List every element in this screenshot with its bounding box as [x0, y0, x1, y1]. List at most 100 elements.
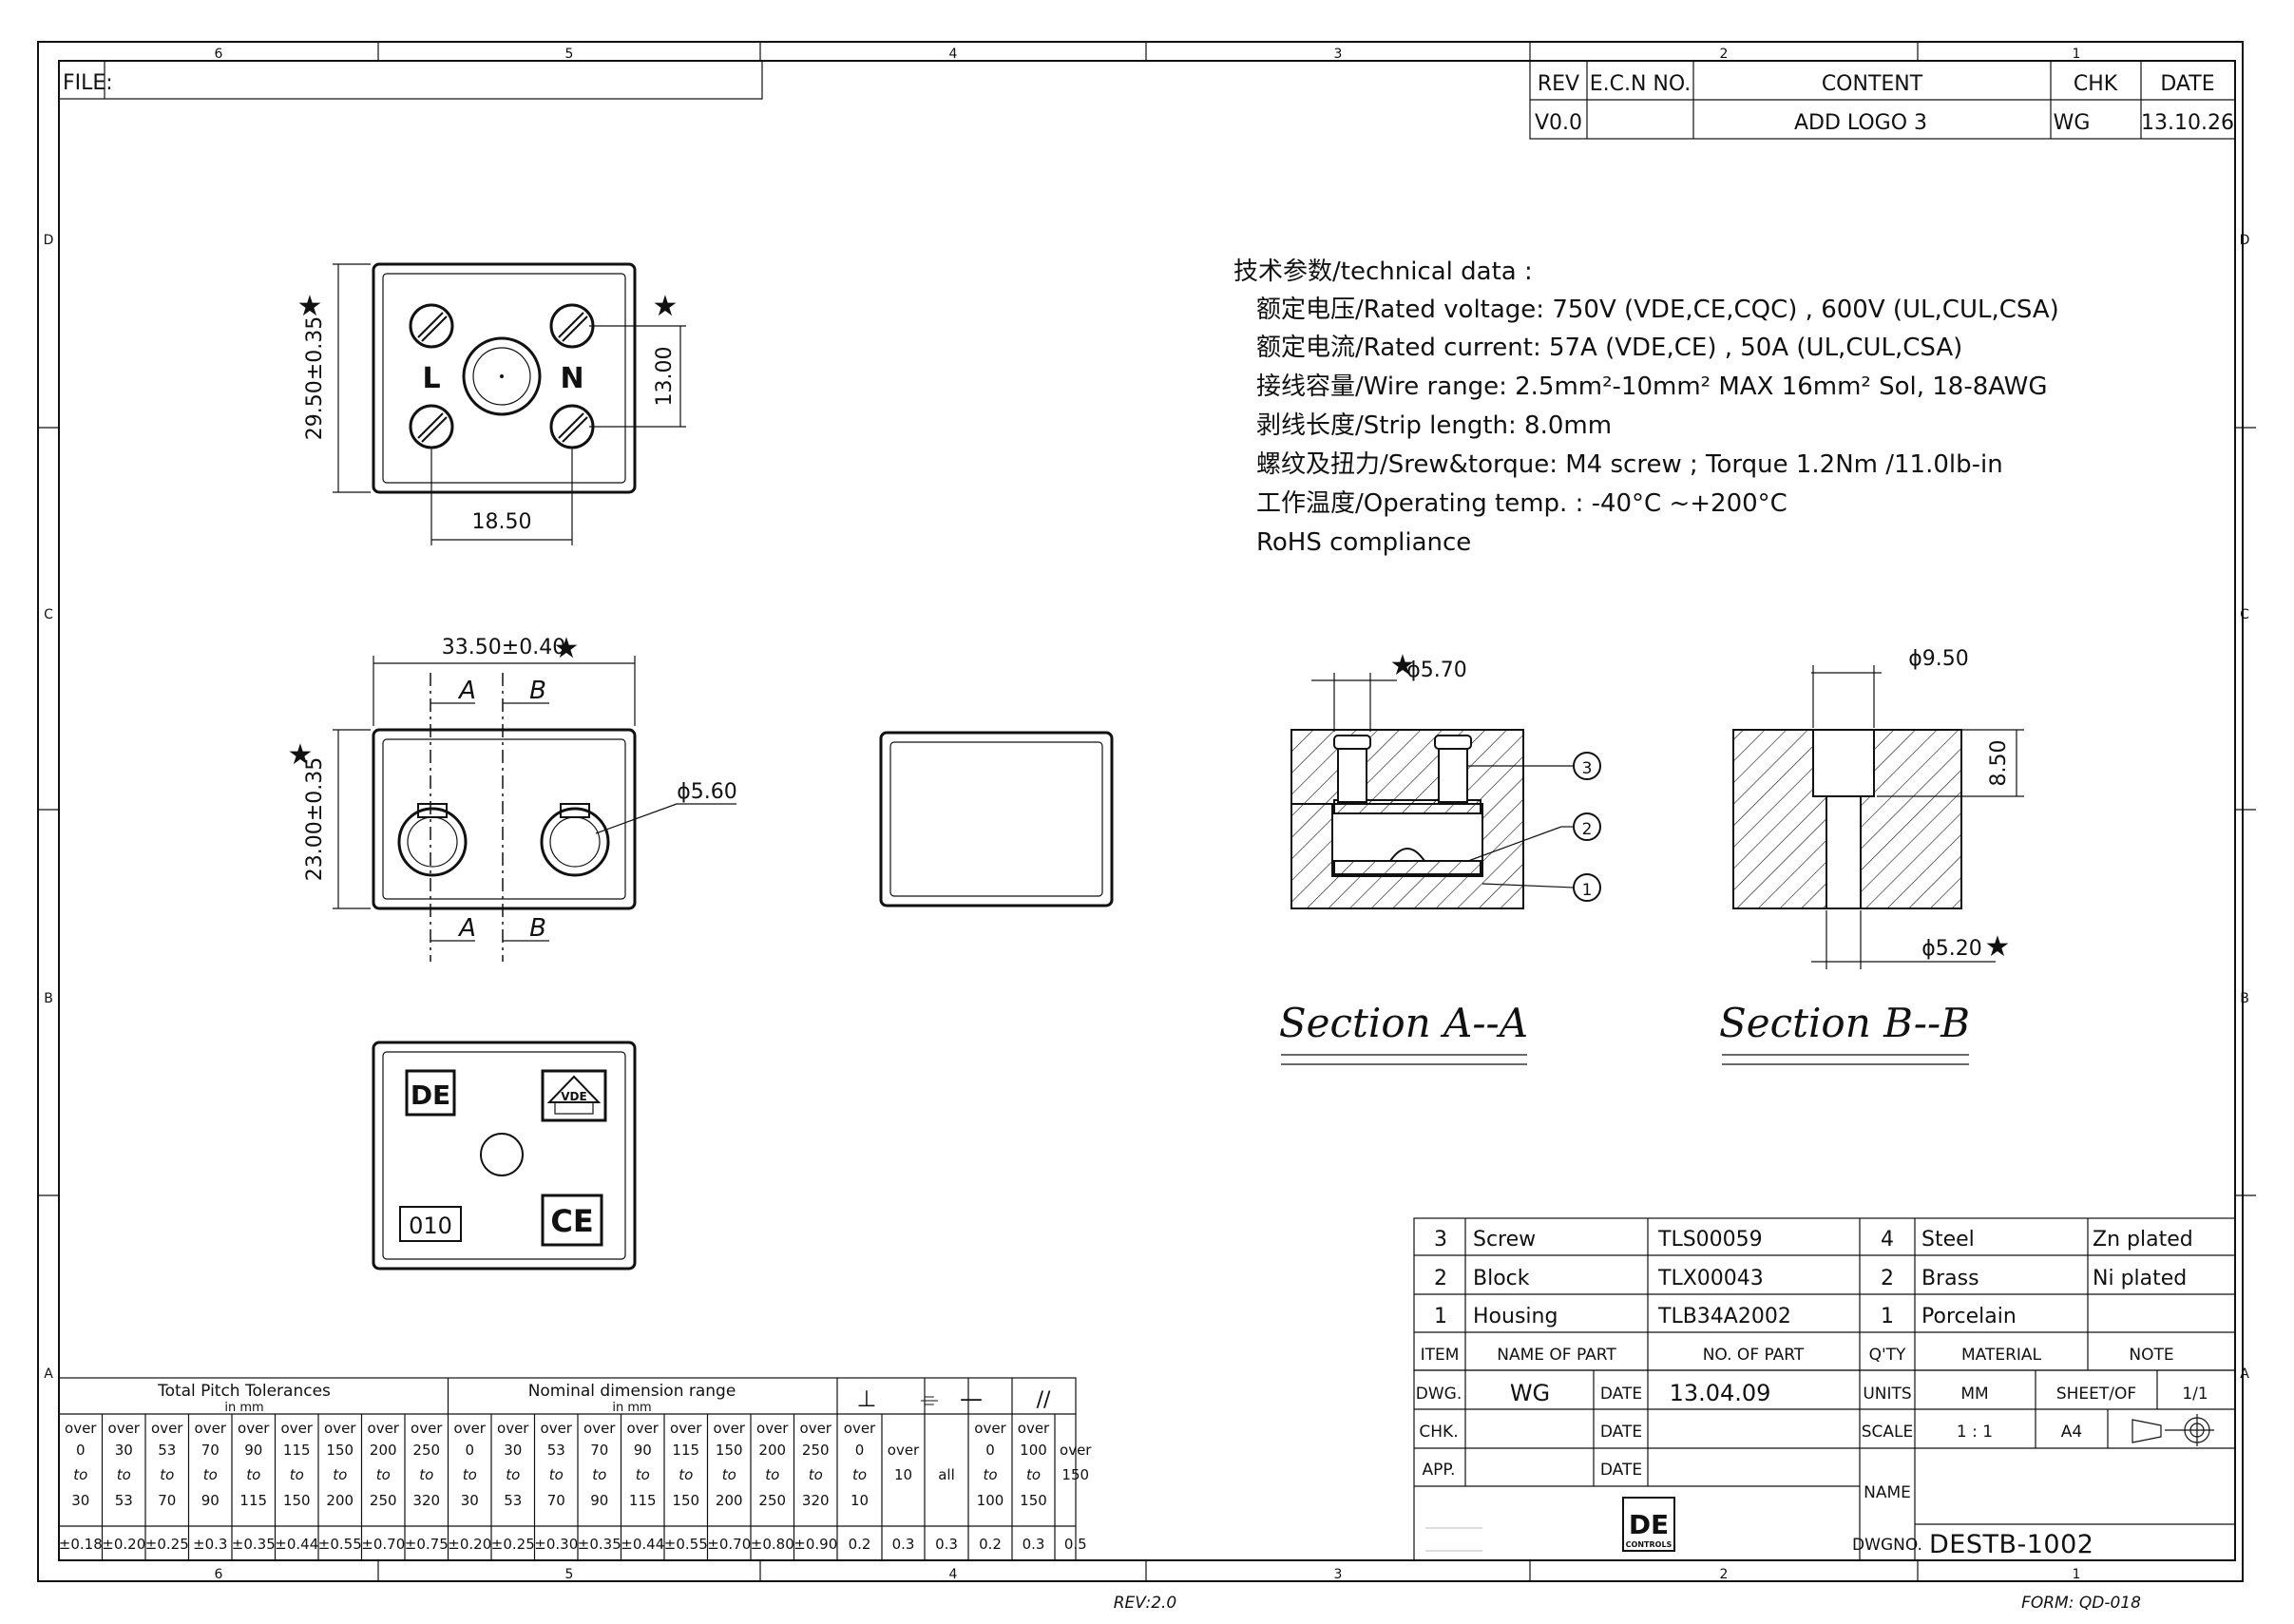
- bom-item: 3: [1434, 1228, 1447, 1251]
- pitch-to-label: to: [246, 1466, 260, 1483]
- date-header: DATE: [2160, 72, 2214, 96]
- bom-material: Porcelain: [1921, 1305, 2017, 1328]
- zone-column-label: 6: [215, 1567, 223, 1582]
- pitch-to-label: to: [73, 1466, 87, 1483]
- zone-row-label: C: [44, 607, 53, 622]
- zone-row-label: D: [44, 233, 54, 248]
- pitch-to-label: to: [290, 1466, 304, 1483]
- code-label: 010: [409, 1213, 452, 1239]
- file-box: FILE:: [58, 60, 763, 100]
- pitch-from: 30: [115, 1442, 133, 1459]
- date-label: DATE: [1600, 1461, 1642, 1480]
- nominal-title: Nominal dimension range: [528, 1382, 736, 1401]
- tech-line: 额定电流/Rated current: 57A (VDE,CE) , 50A (…: [1256, 334, 1962, 362]
- geo-to-label: to: [1026, 1466, 1041, 1483]
- units-value: MM: [1960, 1385, 1988, 1404]
- pitch-from: 150: [326, 1442, 354, 1459]
- front-view: A B A B 33.50±0.40 ★ 23.00±0.35 ★ ϕ5.60: [288, 632, 737, 962]
- nominal-from: 150: [716, 1442, 743, 1459]
- section-bb-title: Section B--B: [1719, 1000, 1970, 1046]
- bom-qty: 4: [1881, 1228, 1894, 1251]
- pitch-tolerance: ±0.44: [275, 1536, 318, 1553]
- name-label: NAME: [1864, 1483, 1911, 1502]
- bom-name: Housing: [1473, 1305, 1558, 1328]
- vde-mark-icon: VDE: [541, 1069, 607, 1122]
- nominal-tolerance: ±0.90: [793, 1536, 837, 1553]
- zone-column-label: 2: [1720, 47, 1729, 62]
- pitch-from: 90: [244, 1442, 262, 1459]
- ecn-header: E.C.N NO.: [1590, 72, 1692, 96]
- nominal-tolerance: ±0.25: [491, 1536, 535, 1553]
- pitch-to-label: to: [333, 1466, 347, 1483]
- svg-text:VDE: VDE: [561, 1090, 586, 1103]
- geo-from: 0: [855, 1442, 865, 1459]
- bom-header-no: NO. OF PART: [1703, 1346, 1805, 1365]
- pitch-over-label: over: [195, 1420, 227, 1437]
- bom-note: Zn plated: [2093, 1228, 2193, 1251]
- zone-column-label: 6: [215, 47, 223, 62]
- scale-label: SCALE: [1862, 1423, 1914, 1442]
- nominal-from: 115: [672, 1442, 699, 1459]
- label-l: L: [422, 362, 440, 395]
- nominal-tolerance: ±0.20: [448, 1536, 491, 1553]
- drawn-by: WG: [1510, 1380, 1550, 1406]
- nominal-tolerance: ±0.30: [534, 1536, 578, 1553]
- bom-header-item: ITEM: [1421, 1346, 1460, 1365]
- pitch-tolerance: ±0.75: [405, 1536, 449, 1553]
- dwgno-label: DWGNO.: [1852, 1536, 1922, 1555]
- nominal-to: 90: [590, 1492, 608, 1509]
- nominal-to-label: to: [549, 1466, 564, 1483]
- nominal-tolerance: ±0.80: [751, 1536, 794, 1553]
- nominal-to: 320: [802, 1492, 830, 1509]
- dim-hole: ϕ5.20: [1921, 937, 1982, 961]
- pitch-to: 200: [326, 1492, 354, 1509]
- zone-row-label: B: [2240, 991, 2249, 1006]
- pitch-over-label: over: [151, 1420, 183, 1437]
- geo-to: 150: [1061, 1466, 1089, 1483]
- tech-line: 接线容量/Wire range: 2.5mm²-10mm² MAX 16mm² …: [1256, 373, 2047, 401]
- section-aa: ★ ϕ5.70 3 2 1 Section A--A: [1279, 649, 1601, 1065]
- pitch-from: 0: [76, 1442, 86, 1459]
- pitch-from: 70: [201, 1442, 220, 1459]
- dim-depth: 8.50: [1987, 740, 2011, 787]
- pitch-over-label: over: [324, 1420, 356, 1437]
- dim-screw-h: 18.50: [472, 510, 532, 534]
- section-bb: ϕ9.50 8.50 ϕ5.20 ★ Section B--B: [1719, 647, 2024, 1065]
- zone-row-label: C: [2240, 607, 2249, 622]
- bom-note: Ni plated: [2093, 1267, 2187, 1290]
- star-icon: ★: [288, 738, 314, 772]
- file-label: FILE:: [63, 71, 113, 95]
- pitch-to: 115: [239, 1492, 267, 1509]
- pitch-tolerance: ±0.18: [59, 1536, 103, 1553]
- nominal-from: 70: [590, 1442, 608, 1459]
- pitch-tolerance: ±0.55: [318, 1536, 362, 1553]
- app-label: APP.: [1423, 1461, 1456, 1480]
- zone-row-label: A: [44, 1366, 53, 1382]
- nominal-over-label: over: [670, 1420, 702, 1437]
- nominal-to-label: to: [506, 1466, 520, 1483]
- pitch-tolerance: ±0.25: [145, 1536, 189, 1553]
- pitch-tolerance: ±0.3: [193, 1536, 227, 1553]
- nominal-unit: in mm: [612, 1401, 651, 1415]
- zone-column-label: 5: [565, 1567, 574, 1582]
- zone-column-label: 3: [1334, 47, 1343, 62]
- tech-title: 技术参数/technical data :: [1233, 258, 1533, 286]
- paper-size: A4: [2061, 1423, 2082, 1442]
- geo-from: 0: [985, 1442, 995, 1459]
- geo-tolerance: 0.3: [1023, 1536, 1045, 1553]
- bom-header-note: NOTE: [2129, 1346, 2173, 1365]
- bom-header-name: NAME OF PART: [1497, 1346, 1616, 1365]
- nominal-to-label: to: [679, 1466, 693, 1483]
- balloon-3: 3: [1582, 759, 1593, 778]
- zone-row-label: A: [2240, 1366, 2249, 1382]
- parallelism-icon: //: [1037, 1388, 1051, 1412]
- nominal-over-label: over: [454, 1420, 487, 1437]
- pitch-from: 250: [412, 1442, 440, 1459]
- nominal-over-label: over: [714, 1420, 746, 1437]
- bom-header-material: MATERIAL: [1961, 1346, 2042, 1365]
- zone-row-label: D: [2240, 233, 2250, 248]
- geo-tolerance: 0.5: [1064, 1536, 1087, 1553]
- geo-to: 10: [894, 1466, 912, 1483]
- pitch-to: 70: [158, 1492, 176, 1509]
- date-label: DATE: [1600, 1385, 1642, 1404]
